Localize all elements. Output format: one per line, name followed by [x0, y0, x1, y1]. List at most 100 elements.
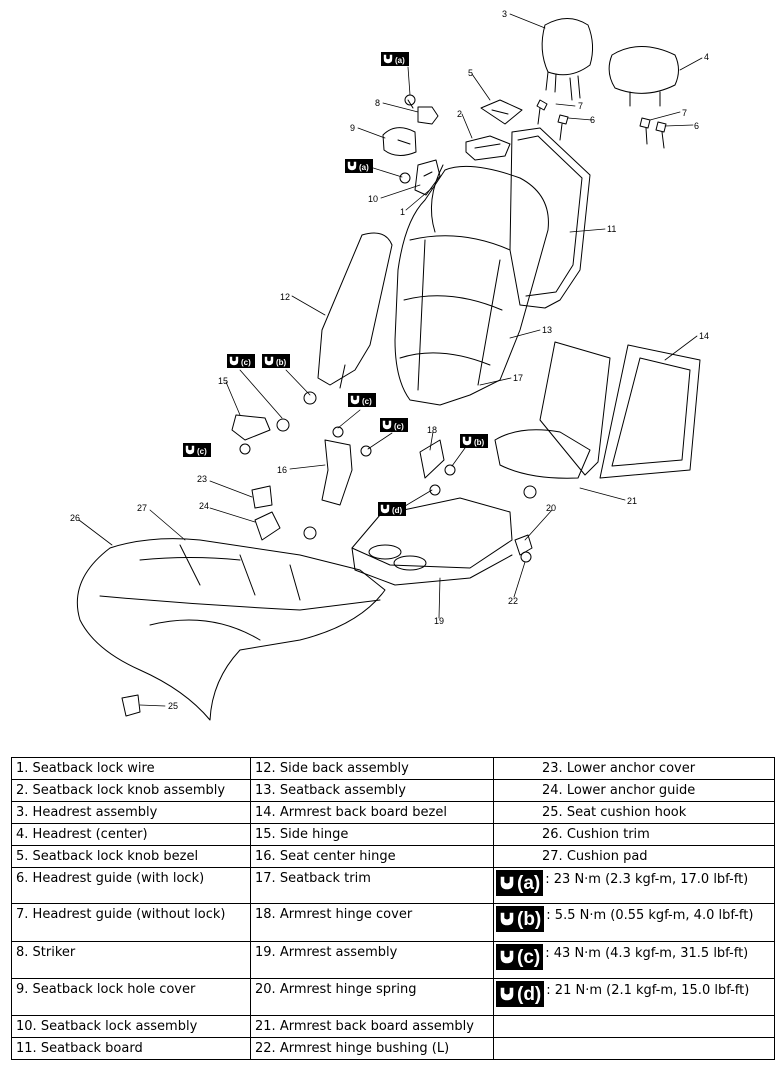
callout-5: 5 [468, 68, 473, 78]
svg-text:(b): (b) [474, 438, 485, 447]
callout-17: 17 [513, 373, 523, 383]
callout-25: 25 [168, 701, 178, 711]
callout-19: 19 [434, 616, 444, 626]
callout-14: 14 [699, 331, 709, 341]
hinge-spring-part [514, 534, 533, 556]
svg-text:(c): (c) [241, 358, 251, 367]
leader-lines [78, 13, 703, 707]
side-hinge-part [231, 414, 271, 441]
torque-badge: (c) [380, 418, 408, 432]
empty-cell [493, 1015, 775, 1038]
part-cell: 4. Headrest (center) [11, 823, 251, 846]
torque-badge: (c) [227, 354, 255, 368]
svg-text:(d): (d) [392, 506, 403, 515]
side-back-part [317, 232, 393, 389]
lock-assembly-part [414, 159, 441, 196]
headrest-assembly-part [536, 18, 594, 141]
svg-text:(a): (a) [359, 163, 369, 172]
part-cell: 5. Seatback lock knob bezel [11, 845, 251, 868]
svg-text:(a): (a) [395, 56, 405, 65]
striker-part [407, 99, 439, 125]
callout-21: 21 [627, 496, 637, 506]
torque-badges: (a) (a) (c) (b) (c) (c) (c) (b) (d) [183, 52, 488, 516]
armrest-back-board-part [494, 341, 611, 499]
svg-text:(b): (b) [276, 358, 287, 367]
callout-7: 7 [578, 101, 583, 111]
callout-13: 13 [542, 325, 552, 335]
part-cell: 24. Lower anchor guide [493, 779, 775, 802]
part-cell: 16. Seat center hinge [250, 845, 494, 868]
callout-6: 6 [694, 121, 699, 131]
callout-26: 26 [70, 513, 80, 523]
lock-knob-assembly-part [465, 135, 511, 161]
part-cell: 6. Headrest guide (with lock) [11, 867, 251, 904]
torque-badge: (c) [183, 443, 211, 457]
headrest-center-part [608, 46, 679, 149]
callout-3: 3 [502, 9, 507, 19]
part-cell: 3. Headrest assembly [11, 801, 251, 824]
torque-badge: (a) [345, 159, 373, 173]
part-cell: 23. Lower anchor cover [493, 757, 775, 780]
torque-cell: (c): 43 N·m (4.3 kgf-m, 31.5 lbf-ft) [493, 941, 775, 979]
torque-badge-d: (d) [496, 981, 545, 1007]
empty-cell [493, 1037, 775, 1060]
knob-bezel-part [480, 99, 523, 125]
torque-badge: (b) [262, 354, 290, 368]
callout-11: 11 [607, 224, 616, 234]
callout-15: 15 [218, 376, 228, 386]
part-cell: 12. Side back assembly [250, 757, 494, 780]
center-hinge-part [321, 439, 353, 506]
part-cell: 26. Cushion trim [493, 823, 775, 846]
part-cell: 2. Seatback lock knob assembly [11, 779, 251, 802]
callout-23: 23 [197, 474, 207, 484]
part-cell: 20. Armrest hinge spring [250, 978, 494, 1016]
callout-2: 2 [457, 109, 462, 119]
callout-1: 1 [400, 207, 405, 217]
callout-9: 9 [350, 123, 355, 133]
part-cell: 21. Armrest back board assembly [250, 1015, 494, 1038]
torque-badge-b: (b) [496, 906, 545, 932]
callout-27: 27 [137, 503, 147, 513]
part-cell: 19. Armrest assembly [250, 941, 494, 979]
torque-cell: (a): 23 N·m (2.3 kgf-m, 17.0 lbf-ft) [493, 867, 775, 904]
torque-badge: (d) [378, 502, 406, 516]
part-cell: 7. Headrest guide (without lock) [11, 903, 251, 942]
seatback-board-part [509, 127, 591, 309]
torque-badge: (c) [348, 393, 376, 407]
callout-8: 8 [375, 98, 380, 108]
part-cell: 9. Seatback lock hole cover [11, 978, 251, 1016]
callout-18: 18 [427, 425, 437, 435]
cushion-hook-part [121, 694, 141, 717]
torque-badge-c: (c) [496, 944, 544, 970]
callout-20: 20 [546, 503, 556, 513]
part-cell: 1. Seatback lock wire [11, 757, 251, 780]
callout-6: 6 [590, 115, 595, 125]
part-cell: 13. Seatback assembly [250, 779, 494, 802]
callout-12: 12 [280, 292, 290, 302]
callout-labels: 3 4 5 7 6 7 6 8 2 9 10 1 11 12 13 14 17 … [70, 9, 709, 711]
cushion-part [76, 538, 386, 721]
torque-badge: (b) [460, 434, 488, 448]
part-cell: 27. Cushion pad [493, 845, 775, 868]
part-cell: 18. Armrest hinge cover [250, 903, 494, 942]
svg-text:(c): (c) [362, 397, 372, 406]
callout-24: 24 [199, 501, 209, 511]
torque-badge-a: (a) [496, 870, 544, 896]
callout-16: 16 [277, 465, 287, 475]
hole-cover-part [382, 127, 417, 156]
armrest-assembly-part [351, 497, 513, 586]
callout-10: 10 [368, 194, 378, 204]
armrest-bezel-part [599, 344, 701, 479]
hinge-cover-part [419, 439, 445, 479]
lower-anchor-guide-part [254, 511, 281, 541]
parts-legend-table: 1. Seatback lock wire 12. Side back asse… [11, 757, 775, 1060]
part-cell: 22. Armrest hinge bushing (L) [250, 1037, 494, 1060]
part-cell: 15. Side hinge [250, 823, 494, 846]
svg-text:(c): (c) [394, 422, 404, 431]
part-cell: 8. Striker [11, 941, 251, 979]
exploded-parts-diagram: (a) (a) (c) (b) (c) (c) (c) (b) (d) 3 [70, 9, 709, 721]
callout-7: 7 [682, 108, 687, 118]
part-cell: 17. Seatback trim [250, 867, 494, 904]
callout-22: 22 [508, 596, 518, 606]
seatback-assembly-part [394, 165, 549, 406]
